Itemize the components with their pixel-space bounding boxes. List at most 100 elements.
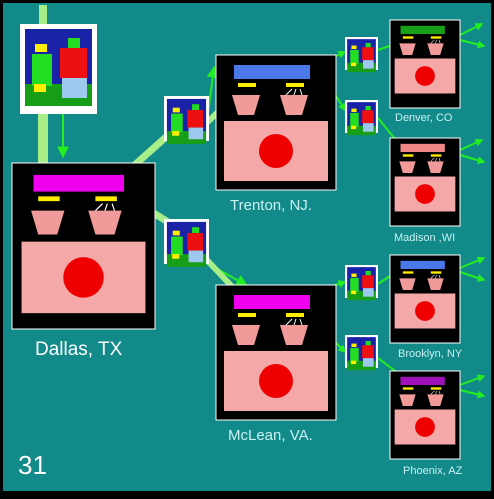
icon-blue-block xyxy=(363,123,374,132)
arrow-line xyxy=(459,23,484,36)
node-cup-right xyxy=(427,161,444,173)
node-bar xyxy=(400,260,445,269)
node-cup-right xyxy=(280,325,308,345)
node-label: Dallas, TX xyxy=(35,339,123,360)
node-spark xyxy=(299,318,303,326)
node-trenton: Trenton, NJ. xyxy=(215,54,337,214)
icon-blue-block xyxy=(363,60,374,69)
slide-number: 31 xyxy=(18,450,47,480)
arrow-line xyxy=(459,271,486,282)
node-cup-right xyxy=(280,95,308,115)
node-led-left xyxy=(238,313,256,317)
icon-blue-block xyxy=(363,358,374,367)
node-spark xyxy=(293,318,297,326)
icon-yellow-bottom xyxy=(351,62,357,67)
node-spark xyxy=(299,88,303,96)
node-led-left xyxy=(38,196,60,202)
node-bar xyxy=(234,65,310,79)
icon-red-block xyxy=(362,275,374,289)
node-dallas: Dallas, TX xyxy=(11,162,156,360)
node-indicator xyxy=(259,364,293,398)
packet-icon-source xyxy=(20,24,97,114)
icon-green-top xyxy=(365,106,371,111)
node-indicator xyxy=(63,257,104,298)
node-label: Trenton, NJ. xyxy=(230,197,312,214)
node-led-right xyxy=(430,271,442,274)
node-spark xyxy=(430,390,435,395)
node-cup-right xyxy=(427,43,444,55)
packet-icon-to-phoenix xyxy=(345,335,378,371)
node-spark xyxy=(435,157,437,162)
node-spark xyxy=(430,39,435,44)
icon-green-block xyxy=(350,112,359,127)
node-cup-left xyxy=(399,43,416,55)
node-spark xyxy=(430,157,435,162)
node-mclean: McLean, VA. xyxy=(215,284,337,444)
icon-ground xyxy=(347,62,376,73)
node-spark xyxy=(435,274,437,279)
icon-yellow-top xyxy=(351,343,357,347)
icon-yellow-bottom xyxy=(351,360,357,365)
packet-icon-to-madison xyxy=(345,100,378,136)
packet-icon-to-denver xyxy=(345,37,378,73)
arrow-line xyxy=(459,389,486,399)
node-led-left xyxy=(402,387,414,390)
icon-yellow-top xyxy=(351,45,357,49)
arrow-line xyxy=(459,139,484,151)
node-indicator xyxy=(259,134,293,168)
packet-icon-to-mclean xyxy=(164,219,209,267)
node-led-right xyxy=(95,196,117,202)
packet-icon-to-brooklyn xyxy=(345,265,378,301)
icon-blue-block xyxy=(62,78,87,98)
node-spark xyxy=(435,39,437,44)
icon-yellow-top xyxy=(351,273,357,277)
node-phoenix: Phoenix, AZ xyxy=(389,370,463,477)
node-spark xyxy=(438,157,441,162)
dallas-stem xyxy=(38,114,48,164)
icon-ground xyxy=(347,360,376,371)
node-led-left xyxy=(402,36,414,39)
icon-yellow-top xyxy=(172,107,180,113)
icon-yellow-top xyxy=(172,230,180,236)
node-cup-right xyxy=(88,210,122,235)
icon-yellow-bottom xyxy=(351,125,357,130)
arrow-line xyxy=(459,256,486,269)
icon-red-block xyxy=(187,110,204,128)
icon-blue-block xyxy=(188,250,204,263)
node-led-right xyxy=(286,83,304,87)
node-cup-left xyxy=(31,210,65,235)
icon-green-block xyxy=(350,347,359,362)
node-led-right xyxy=(286,313,304,317)
node-spark xyxy=(438,390,441,395)
node-spark xyxy=(104,203,108,211)
icon-green-top xyxy=(365,271,371,276)
node-cup-left xyxy=(399,161,416,173)
icon-yellow-top xyxy=(351,108,357,112)
icon-red-block xyxy=(60,48,87,78)
node-spark xyxy=(438,39,441,44)
arrow-line xyxy=(459,374,486,386)
icon-red-block xyxy=(362,47,374,61)
icon-yellow-bottom xyxy=(34,84,46,92)
node-brooklyn: Brooklyn, NY xyxy=(389,254,463,360)
node-bar xyxy=(33,174,125,192)
node-indicator xyxy=(415,301,435,321)
icon-yellow-bottom xyxy=(172,254,180,259)
arrow-line xyxy=(459,39,486,49)
node-cup-right xyxy=(427,394,444,406)
node-led-left xyxy=(238,83,256,87)
source-stem xyxy=(39,5,47,25)
node-cup-left xyxy=(399,394,416,406)
node-bar xyxy=(400,25,445,34)
node-indicator xyxy=(415,66,435,86)
node-cup-right xyxy=(427,278,444,290)
node-spark xyxy=(111,203,116,211)
node-bar xyxy=(234,295,310,309)
node-label: McLean, VA. xyxy=(228,427,313,444)
icon-red-block xyxy=(362,110,374,124)
icon-blue-block xyxy=(363,288,374,297)
node-bar xyxy=(400,376,445,385)
node-madison: Madison ,WI xyxy=(389,137,461,244)
icon-yellow-bottom xyxy=(172,131,180,136)
node-led-right xyxy=(430,36,442,39)
